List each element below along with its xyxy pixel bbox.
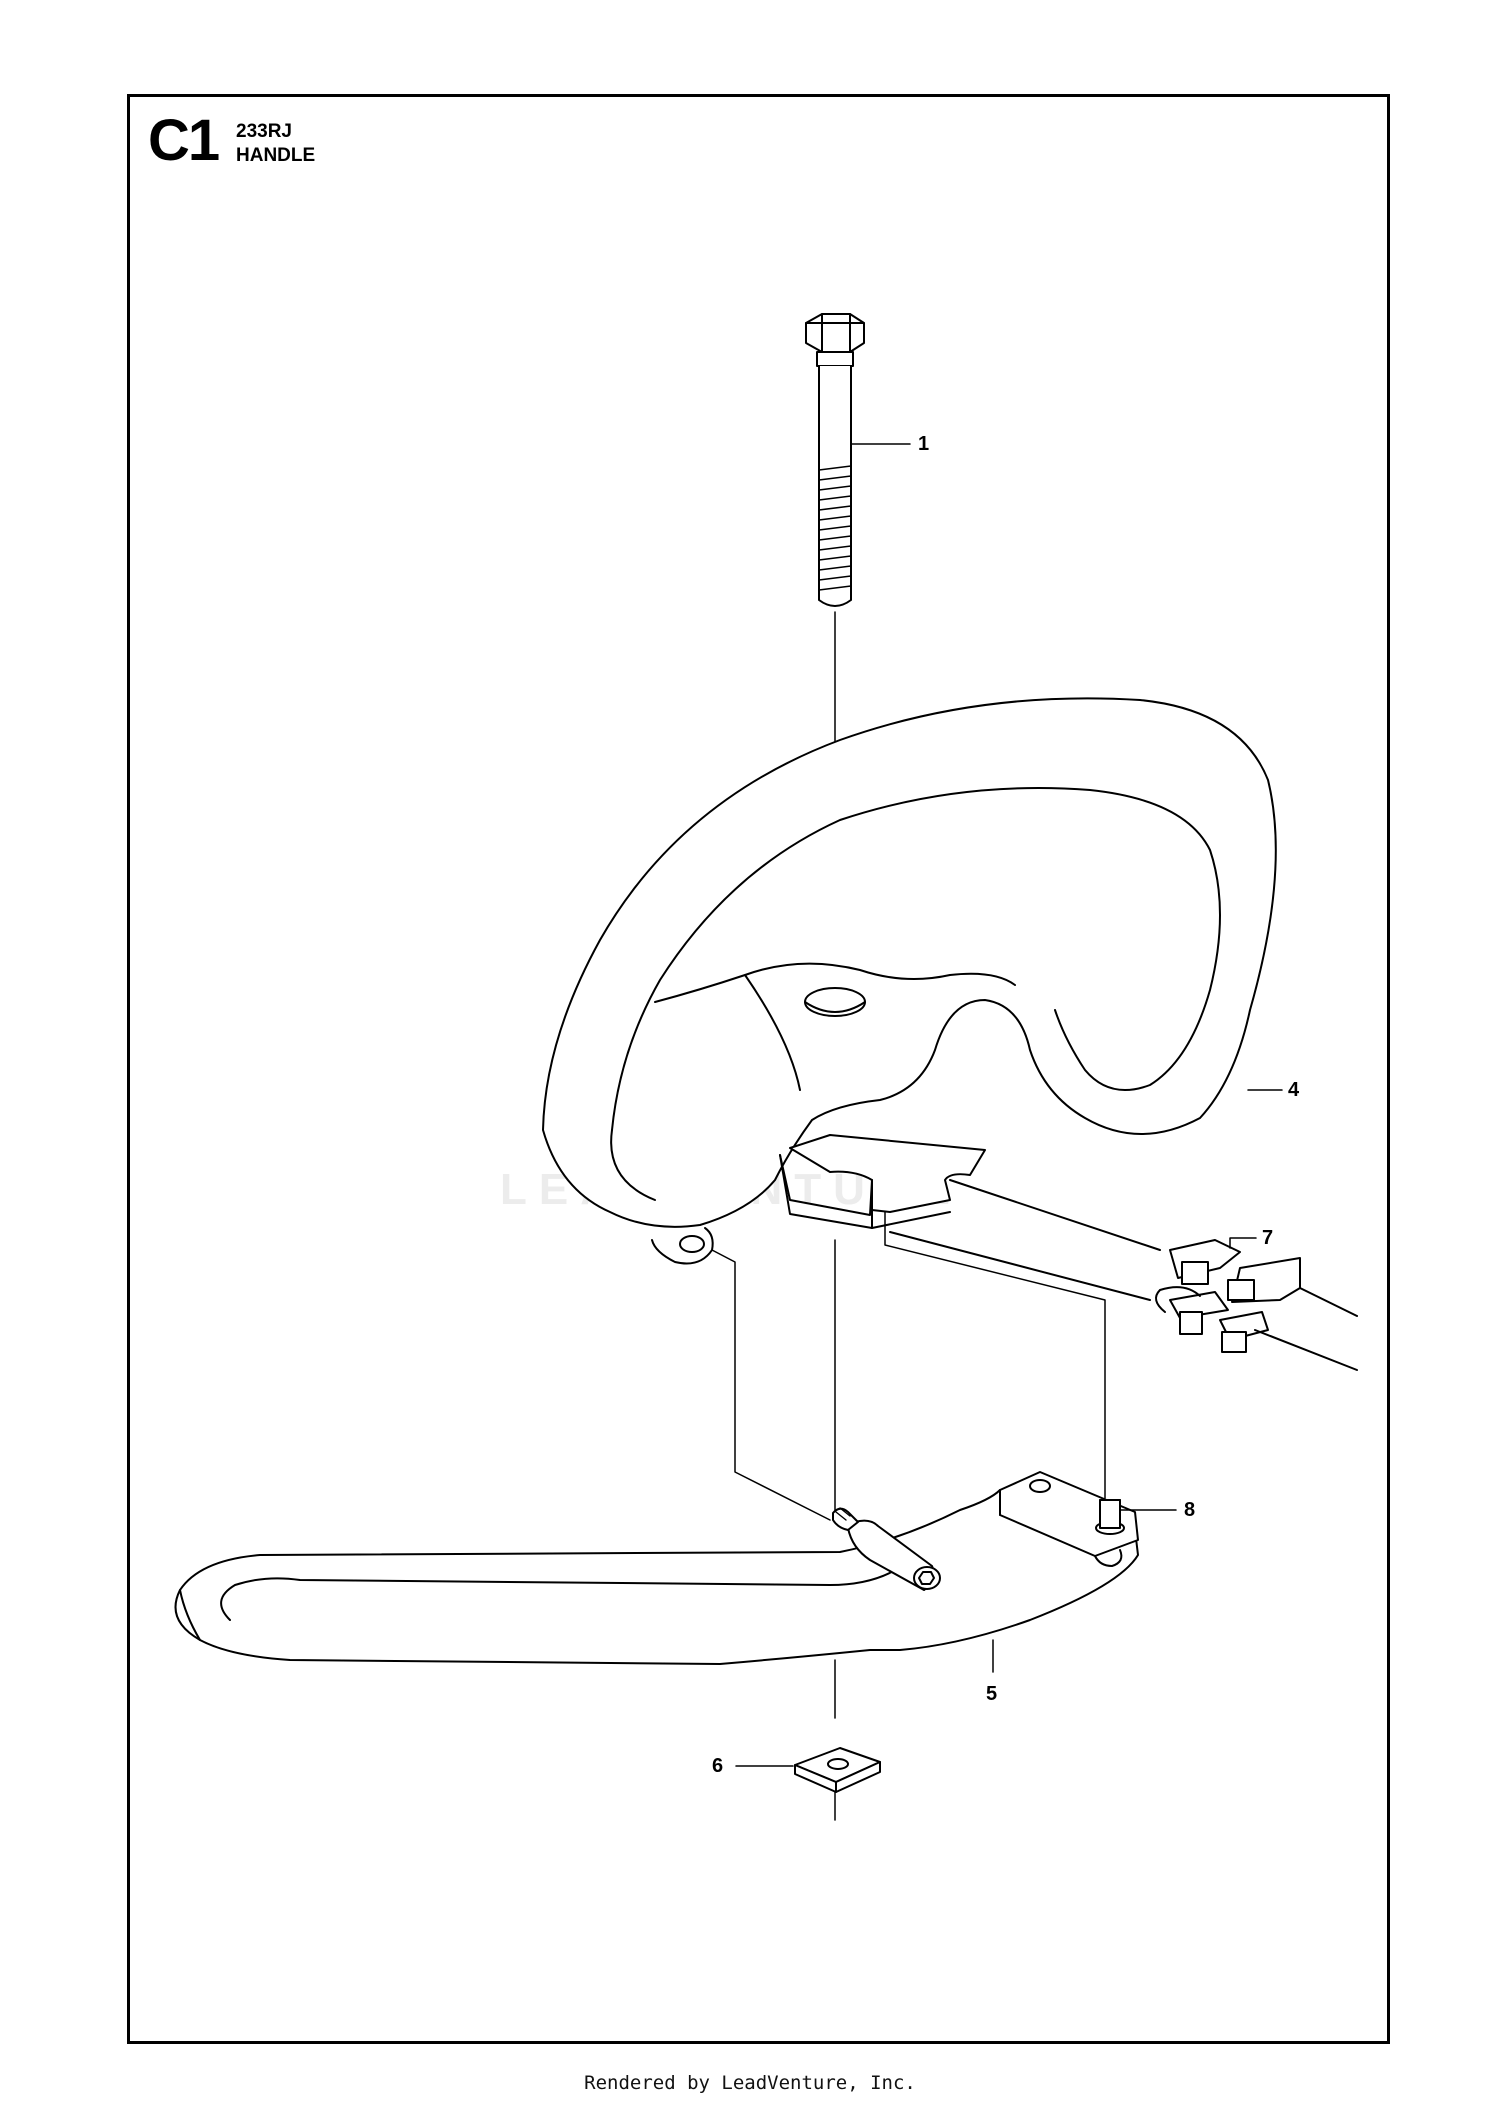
part-7-clip[interactable]: [1155, 1239, 1358, 1371]
callout-7: 7: [1262, 1227, 1274, 1249]
assembly-guide-lines: [711, 1211, 1106, 1521]
callout-5: 5: [986, 1683, 998, 1705]
part-8-screw[interactable]: [1099, 1499, 1121, 1529]
callout-6: 6: [712, 1755, 724, 1777]
leader-lines: [735, 443, 1283, 1767]
part-5-handle-bar[interactable]: [174, 1471, 1139, 1665]
diagram-title: HANDLE: [236, 145, 316, 166]
callout-4: 4: [1288, 1079, 1300, 1101]
part-6-nut[interactable]: [794, 1747, 881, 1821]
callout-1: 1: [918, 433, 930, 455]
model-label: 233RJ: [236, 121, 292, 142]
callout-8: 8: [1184, 1499, 1196, 1521]
diagram-frame: [127, 94, 1390, 2044]
part-1-bolt[interactable]: [805, 313, 865, 607]
section-code: C1: [148, 108, 220, 173]
footer-credit: Rendered by LeadVenture, Inc.: [584, 2072, 916, 2094]
part-4-handle-loop[interactable]: [542, 697, 1277, 1301]
